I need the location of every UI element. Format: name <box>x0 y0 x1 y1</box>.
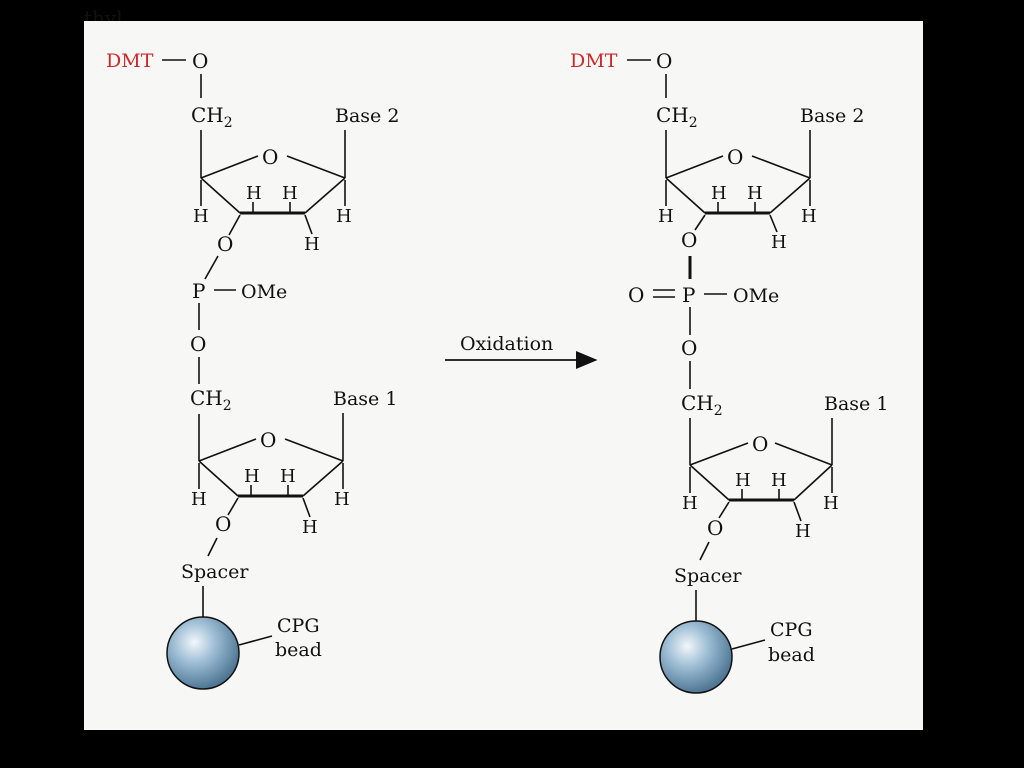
left-ring-h-2: H <box>282 183 298 204</box>
left-spacer-o: O <box>215 512 231 536</box>
left-ring2-bond-3 <box>198 460 239 497</box>
left-molecule: DMT O CH2 Base 2 O H H H H <box>106 49 399 690</box>
right-p: P <box>682 283 695 307</box>
left-ring-h-4: H <box>336 206 352 227</box>
left-o-link: O <box>217 232 233 256</box>
right-ring2-bond-2 <box>774 442 833 466</box>
left-o-top: O <box>192 49 208 73</box>
left-ring-o-bond <box>228 214 241 236</box>
right-ring-h-5: H <box>771 232 787 253</box>
left-bead-label-1: CPG <box>277 615 320 637</box>
right-ch2-bottom: CH2 <box>681 391 723 419</box>
right-bead-label-1: CPG <box>770 619 813 641</box>
right-o-spacer-bond <box>699 541 710 561</box>
left-bead-label-line <box>238 635 273 646</box>
right-spacer: Spacer <box>674 565 742 587</box>
right-base-top: Base 2 <box>800 105 864 127</box>
right-ome: OMe <box>733 285 779 307</box>
left-ch2-bottom: CH2 <box>190 386 232 414</box>
left-ring2-o-bond <box>227 497 239 516</box>
right-ring2-h-5: H <box>795 521 811 542</box>
right-ring-h-3: H <box>658 206 674 227</box>
left-ring2-o: O <box>260 428 276 452</box>
left-bead-label-2: bead <box>275 639 322 661</box>
left-ring-h-1: H <box>246 183 262 204</box>
left-ring-h-3: H <box>193 206 209 227</box>
right-o-double: O <box>628 283 644 307</box>
left-ome: OMe <box>241 281 287 303</box>
reaction-arrow: Oxidation <box>445 333 598 369</box>
right-ring-bond-3 <box>665 177 706 214</box>
right-ring2-bond-1 <box>689 442 749 466</box>
right-o-top: O <box>656 49 672 73</box>
left-ring2-bond-2 <box>284 438 344 462</box>
left-ring2-h-3: H <box>191 489 207 510</box>
right-spacer-o: O <box>707 516 723 540</box>
right-ring2-bond-4 <box>793 464 833 501</box>
left-o-bottom: O <box>190 332 206 356</box>
right-ring2-h-1: H <box>735 470 751 491</box>
right-ring2-h-4: H <box>823 493 839 514</box>
right-o-link: O <box>681 228 697 252</box>
left-ch2-top: CH2 <box>191 103 233 131</box>
left-spacer: Spacer <box>181 561 249 583</box>
right-base-bottom: Base 1 <box>824 393 888 415</box>
left-ring2-h-4: H <box>334 489 350 510</box>
left-p: P <box>192 279 205 303</box>
right-ch2-top: CH2 <box>656 103 698 131</box>
left-ring2-h-2: H <box>280 466 296 487</box>
left-ring2-bond-1 <box>198 438 257 462</box>
right-dmt-label: DMT <box>570 50 618 72</box>
right-ring2-h-3: H <box>682 493 698 514</box>
left-ring2-bond-4 <box>302 460 344 497</box>
right-molecule: DMT O CH2 Base 2 O H H H H H <box>570 49 888 694</box>
left-ring2-h-bond-5 <box>302 497 311 518</box>
right-h-bond-5 <box>769 214 778 233</box>
right-ring-o-bond <box>694 214 706 231</box>
right-ring-bond-2 <box>751 155 811 179</box>
right-bead-label-2: bead <box>768 644 815 666</box>
right-ring2-o: O <box>752 432 768 456</box>
left-ring-bond-2 <box>286 155 346 179</box>
right-ring2-bond-3 <box>689 464 730 501</box>
arrow-label: Oxidation <box>460 333 553 355</box>
left-ring-o-top: O <box>262 145 278 169</box>
left-ring-bond-1 <box>200 155 259 179</box>
left-base-top: Base 2 <box>335 105 399 127</box>
left-base-bottom: Base 1 <box>333 388 397 410</box>
left-o-p-bond <box>204 255 219 280</box>
right-ring-o-top: O <box>727 145 743 169</box>
right-ring2-o-bond <box>718 501 730 519</box>
left-ring-h-5: H <box>304 234 320 255</box>
left-o-spacer-bond <box>207 537 218 557</box>
left-cpg-bead <box>166 616 240 690</box>
left-h-bond-5 <box>304 214 313 235</box>
left-ring-bond-3 <box>200 177 241 214</box>
right-ring-h-4: H <box>801 206 817 227</box>
left-ring2-h-5: H <box>302 517 318 538</box>
right-ring2-h-bond-5 <box>793 501 802 522</box>
right-o-bottom: O <box>681 336 697 360</box>
right-cpg-bead <box>659 620 733 694</box>
right-ring-bond-1 <box>665 155 724 179</box>
right-ring-h-1: H <box>711 183 727 204</box>
right-ring2-h-2: H <box>771 470 787 491</box>
right-bead-label-line <box>731 639 766 650</box>
right-ring-bond-4 <box>769 177 811 214</box>
diagram-panel <box>84 21 923 730</box>
left-ring-bond-4 <box>304 177 346 214</box>
right-ring-h-2: H <box>747 183 763 204</box>
left-ring2-h-1: H <box>244 466 260 487</box>
left-dmt-label: DMT <box>106 50 154 72</box>
